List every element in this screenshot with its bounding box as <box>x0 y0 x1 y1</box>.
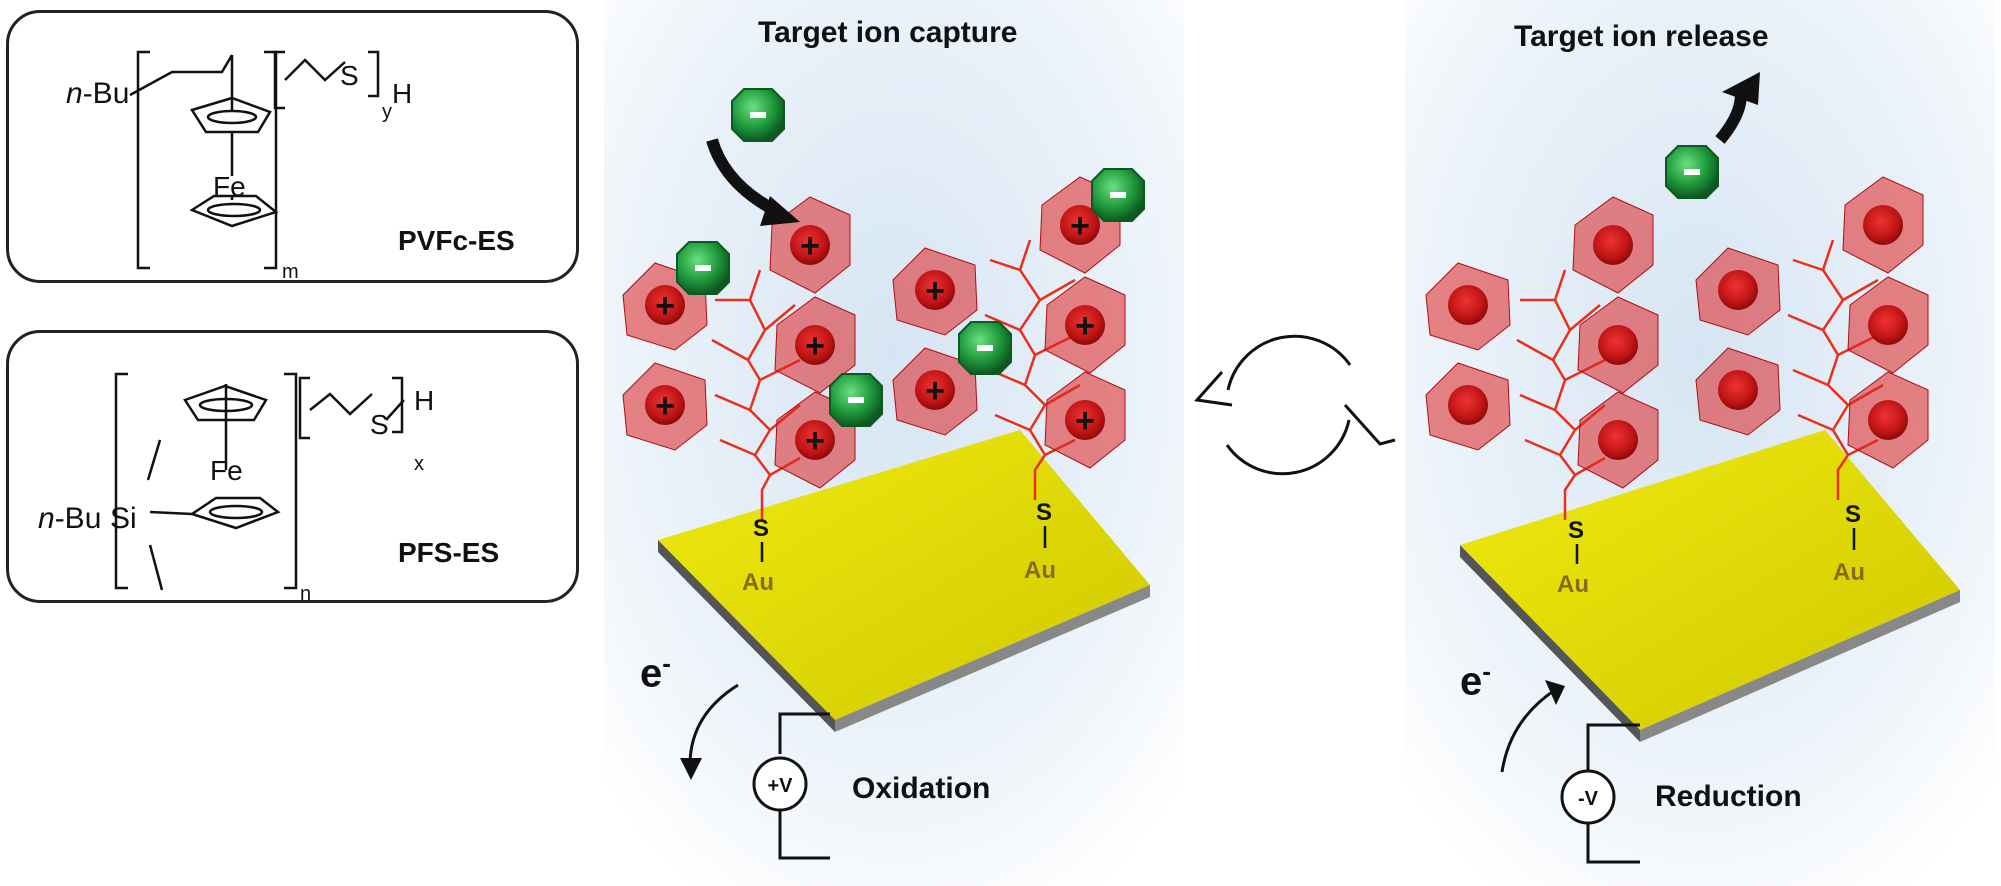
release-anchor-au-2: Au <box>1833 559 1865 586</box>
pvfc-es-skeleton <box>129 50 380 270</box>
pfs-atom-h: H <box>414 385 434 416</box>
ferrocene-unit <box>1847 276 1929 374</box>
pvfc-sub-y: y <box>382 101 392 123</box>
electron-charge: - <box>662 648 671 678</box>
electron-symbol: e <box>640 651 663 696</box>
release-title: Target ion release <box>1514 20 1769 53</box>
release-anchor-s-1: S <box>1568 517 1584 544</box>
pfs-es-skeleton <box>114 372 405 591</box>
ferrocene-unit <box>1425 262 1511 351</box>
reduction-circuit <box>1560 723 1640 864</box>
capture-title: Target ion capture <box>758 16 1018 49</box>
capture-ferrocenium-units <box>622 176 1126 489</box>
capture-anions <box>676 88 1145 427</box>
release-anchor-au-1: Au <box>1557 571 1589 598</box>
pvfc-atom-h: H <box>392 78 412 109</box>
cation-sign: + <box>805 422 825 460</box>
pvfc-sub-m: m <box>282 261 299 283</box>
oxidation-electron-label: e- <box>640 648 671 696</box>
ferrocenium-unit <box>1044 371 1126 469</box>
capture-cation-signs: + + + + + + + + + + <box>655 207 1095 460</box>
cation-sign: + <box>1075 402 1095 440</box>
capture-anchor-s-2: S <box>1036 499 1052 526</box>
electron-charge: - <box>1482 656 1491 686</box>
anion <box>829 373 883 427</box>
anion <box>1091 168 1145 222</box>
release-gold-electrode <box>1460 430 1960 742</box>
ferrocenium-unit <box>892 247 978 336</box>
cation-sign: + <box>800 227 820 265</box>
cycle-arrows <box>1194 334 1396 476</box>
release-anchor-s-2: S <box>1845 501 1861 528</box>
anion <box>676 241 730 295</box>
pvfc-atom-fe: Fe <box>213 171 246 202</box>
pfs-end-group: n-Bu <box>38 502 101 535</box>
pfs-sub-n: n <box>300 583 311 605</box>
pvfc-es-structure-box <box>6 10 579 283</box>
pfs-atom-si: Si <box>110 502 137 535</box>
ferrocenium-unit <box>774 296 856 394</box>
cation-sign: + <box>805 327 825 365</box>
ferrocene-unit <box>1847 371 1929 469</box>
oxidation-label: Oxidation <box>852 772 991 805</box>
cation-sign: + <box>925 372 945 410</box>
cation-sign: + <box>655 387 675 425</box>
pfs-sub-x: x <box>414 453 424 475</box>
cation-sign: + <box>1075 307 1095 345</box>
electron-symbol: e <box>1460 659 1483 704</box>
pfs-es-structure-box <box>6 330 579 603</box>
pfs-atom-s: S <box>370 409 389 440</box>
oxidation-voltage: +V <box>767 775 793 797</box>
ferrocene-unit <box>1572 196 1654 294</box>
reduction-electron-label: e- <box>1460 656 1491 704</box>
ferrocene-unit <box>1842 176 1924 274</box>
pvfc-name: PVFc-ES <box>398 225 515 256</box>
capture-anchor-s-1: S <box>753 515 769 542</box>
ferrocene-unit <box>1695 347 1781 436</box>
capture-anchor-au-1: Au <box>742 569 774 596</box>
ferrocene-unit <box>1577 296 1659 394</box>
pfs-atom-fe: Fe <box>210 455 243 486</box>
ferrocene-unit <box>1695 247 1781 336</box>
reduction-label: Reduction <box>1655 780 1802 813</box>
capture-anchor-au-2: Au <box>1024 557 1056 584</box>
reduction-voltage: -V <box>1578 788 1599 810</box>
pvfc-end-group: n-Bu <box>66 77 129 110</box>
cation-sign: + <box>1070 207 1090 245</box>
ferrocenium-unit <box>892 347 978 436</box>
ferrocene-unit <box>1577 391 1659 489</box>
ferrocene-unit <box>1425 362 1511 451</box>
anion <box>731 88 785 142</box>
ferrocenium-unit <box>1044 276 1126 374</box>
oxidation-circuit <box>752 712 830 860</box>
pvfc-atom-s: S <box>340 60 359 91</box>
cation-sign: + <box>655 287 675 325</box>
anion <box>958 321 1012 375</box>
release-ferrocene-units <box>1425 176 1929 489</box>
ferrocenium-unit <box>622 362 708 451</box>
reduction-electron-arrow <box>1500 688 1556 773</box>
pfs-name: PFS-ES <box>398 537 499 568</box>
oxidation-electron-arrow <box>688 683 739 766</box>
release-anion <box>1665 145 1719 199</box>
capture-polymer-chains <box>711 239 1081 520</box>
capture-gold-electrode <box>658 430 1150 732</box>
cation-sign: + <box>925 272 945 310</box>
